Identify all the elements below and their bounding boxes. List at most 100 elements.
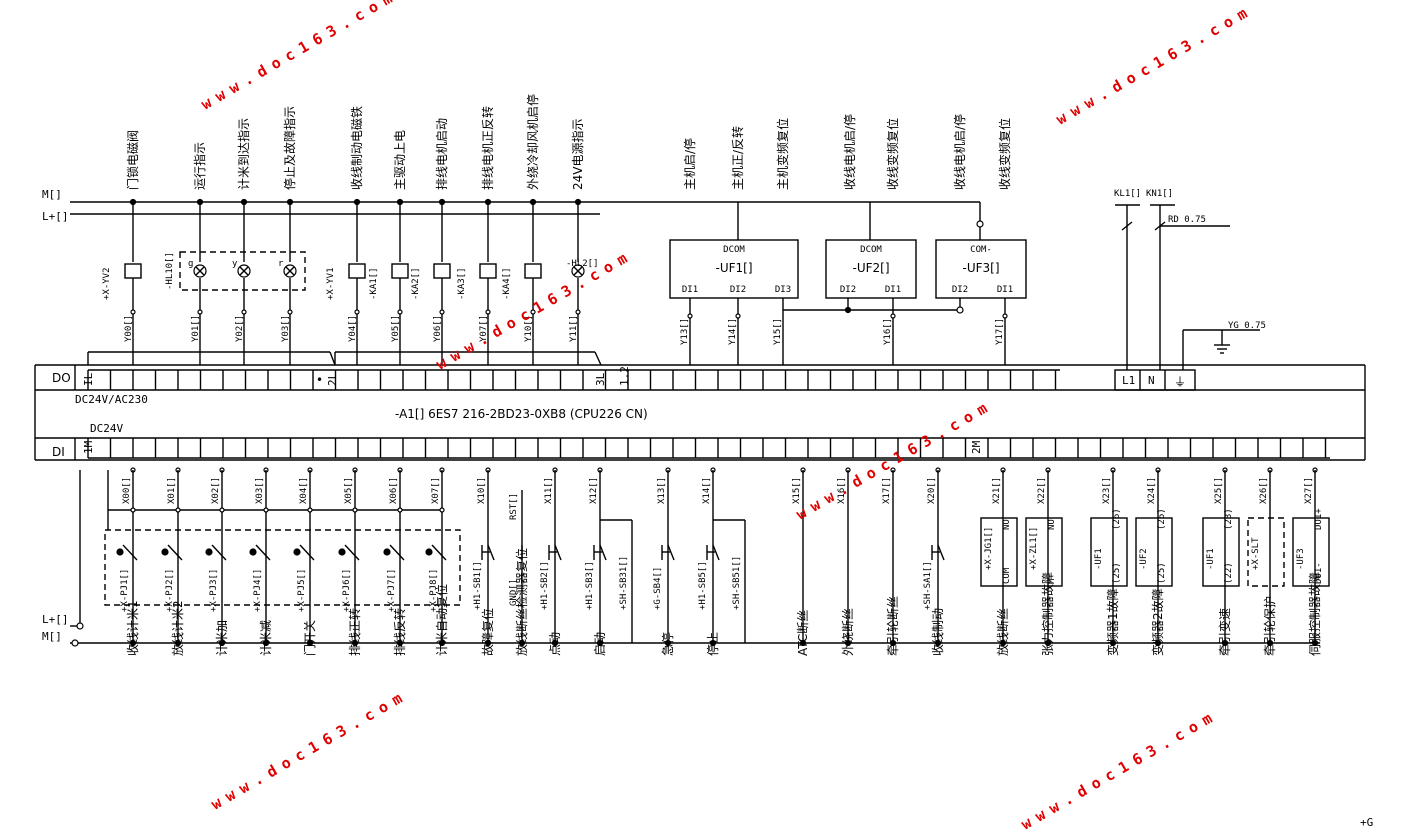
wire-node: [354, 309, 360, 315]
vfd-out-label-4: 收线变频复位: [885, 118, 900, 190]
w: [1121, 221, 1133, 231]
in-junction: [1154, 639, 1162, 647]
out-addr-4: Y04[]: [348, 315, 358, 342]
output-label-3: 停止及故障指示: [282, 106, 297, 190]
vfd-2: [935, 239, 1027, 299]
in-dev-25: +X-SLT: [1251, 537, 1261, 570]
input-label-3: 计米减: [259, 620, 273, 656]
in-junction: [129, 639, 137, 647]
switch: [299, 544, 315, 561]
in-junction: [664, 639, 672, 647]
output-label-9: 24V电源指示: [570, 119, 585, 190]
in-junction: [1221, 639, 1229, 647]
input-label-25: 牵引轮保护: [1263, 596, 1277, 656]
n: [1002, 313, 1008, 319]
sw-pivot: [249, 548, 257, 556]
lamp-group-label: -HL10[]: [165, 252, 175, 290]
vfd-addr-2: Y15[]: [773, 318, 783, 345]
output-label-2: 计米到达指示: [236, 118, 251, 190]
lamp-x: [573, 266, 583, 276]
in-addr-10: X11[]: [544, 477, 554, 504]
output-label-8: 外绕冷却风机启停: [525, 94, 540, 190]
input-label-5: 排线正转: [347, 608, 362, 656]
in-addr-17: X16[]: [837, 477, 847, 504]
in-addr-8: X10[]: [477, 477, 487, 504]
in-junction: [551, 639, 559, 647]
in-addr-23: X24[]: [1147, 477, 1157, 504]
in-addr-26: X27[]: [1304, 477, 1314, 504]
input-label-4: 门开关: [302, 620, 317, 656]
in-addr-13: X13[]: [657, 477, 667, 504]
n: [518, 639, 526, 647]
in-addr-16: X15[]: [792, 477, 802, 504]
in-dev-23: -UF2: [1139, 548, 1149, 570]
input-label-23: 变频器2故障: [1150, 588, 1165, 656]
n: [175, 507, 181, 513]
in-addr-25: X26[]: [1259, 477, 1269, 504]
vfd-pin-2-0: DI2: [952, 285, 968, 295]
watermark-0: www.doc163.com: [198, 0, 401, 113]
in-addr-3: X03[]: [255, 477, 265, 504]
pin-top-21: NO: [1047, 519, 1057, 530]
in-dev-5: +X-PJ6[]: [342, 569, 352, 612]
out-addr-2: Y02[]: [235, 315, 245, 342]
out-dev-3: r: [278, 259, 284, 269]
lamp-x: [239, 266, 249, 276]
input-label-20: 放线断丝: [995, 608, 1010, 656]
term-L1: L1: [1122, 374, 1135, 387]
in-dev-1: +X-PJ2[]: [165, 569, 175, 612]
in-junction: [1266, 639, 1274, 647]
sw-pivot: [293, 548, 301, 556]
in-dev-7: +X-PJ8[]: [429, 569, 439, 612]
rail-m-top: M[]: [42, 188, 62, 201]
in-junction: [1311, 639, 1319, 647]
in-addr-11: X12[]: [589, 477, 599, 504]
n: [687, 313, 693, 319]
in-addr-21: X22[]: [1037, 477, 1047, 504]
in-dev-10: +H1-SB2[]: [540, 561, 550, 610]
out-addr-0: Y00[]: [124, 315, 134, 342]
out-dev-5: -KA1[]: [369, 267, 379, 300]
in-dev-13: +G-SB4[]: [653, 567, 663, 610]
in-addr-1: X01[]: [167, 477, 177, 504]
input-label-11: 启动: [593, 632, 607, 656]
wire-node: [530, 309, 536, 315]
pin-bot-24: (22): [1224, 562, 1234, 584]
corner-label: +G: [1360, 816, 1373, 829]
in-dev-3: +X-PJ4[]: [253, 569, 263, 612]
in-junction: [709, 639, 717, 647]
out-dev-6: -KA2[]: [411, 267, 421, 300]
in-junction: [596, 639, 604, 647]
vfd-com-0: DCOM: [723, 245, 745, 255]
vfd-out-label-1: 主机正/反转: [730, 126, 745, 190]
input-label-7: 计米自动复位: [434, 584, 449, 656]
input-label-2: 计米加: [215, 620, 229, 656]
term-3L: 3L: [594, 372, 607, 386]
vfd-addr-3: Y16[]: [883, 318, 893, 345]
wire-node: [287, 309, 293, 315]
coil-0: [124, 263, 142, 279]
in-junction: [934, 639, 942, 647]
in-dev-21: +X-ZL1[]: [1029, 527, 1039, 570]
sw-pivot: [205, 548, 213, 556]
input-label-6: 排线反转: [392, 608, 407, 656]
in-junction: [484, 639, 492, 647]
term-2M: 2M: [970, 440, 983, 454]
btn: [937, 544, 945, 561]
plc-model-label: -A1[] 6ES7 216-2BD23-0XB8 (CPU226 CN): [395, 407, 648, 421]
n: [890, 313, 896, 319]
in-junction: [799, 639, 807, 647]
term-1M: 1M: [82, 440, 95, 454]
in-dev-8: +H1-SB1[]: [473, 561, 483, 610]
term-IL: IL: [82, 372, 95, 386]
output-label-6: 排线电机启动: [435, 118, 449, 190]
out-dev-1: g: [188, 259, 193, 269]
btn: [667, 544, 675, 561]
n: [397, 507, 403, 513]
output-label-5: 主驱动上电: [393, 130, 407, 190]
in-dev-15: +SH-SB51[]: [732, 556, 742, 610]
n: [307, 507, 313, 513]
in-addr-5: X05[]: [344, 477, 354, 504]
in-addr-4: X04[]: [299, 477, 309, 504]
